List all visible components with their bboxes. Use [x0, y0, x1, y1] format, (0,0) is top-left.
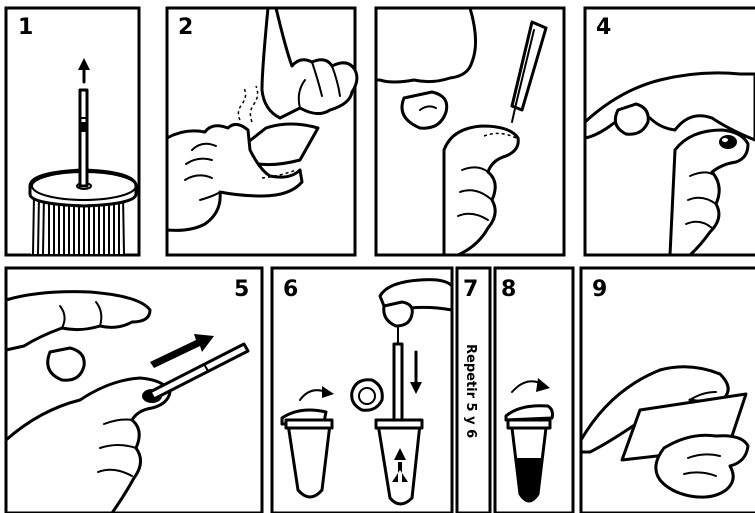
panel-9: 9 [581, 268, 755, 513]
panel-9-number: 9 [592, 277, 607, 302]
panel-5-number: 5 [234, 277, 249, 302]
panel-8-number: 8 [501, 277, 516, 302]
panel-7: 7 Repetir 5 y 6 [457, 268, 490, 513]
panel-8: 8 [495, 268, 573, 513]
panel-6-number: 6 [283, 277, 298, 302]
repeat-steps-label: Repetir 5 y 6 [463, 344, 478, 438]
panel-4-number: 4 [596, 15, 611, 40]
panel-4: 4 [585, 8, 755, 255]
panel-2: 2 [167, 8, 357, 255]
panel-3: 3 [376, 8, 564, 255]
panel-6: 6 [272, 268, 452, 513]
panel-2-number: 2 [178, 15, 193, 40]
panel-7-number: 7 [463, 277, 478, 302]
panel-5: 5 [6, 268, 262, 513]
panel-1: 1 [6, 8, 139, 255]
panel-1-number: 1 [18, 15, 33, 40]
